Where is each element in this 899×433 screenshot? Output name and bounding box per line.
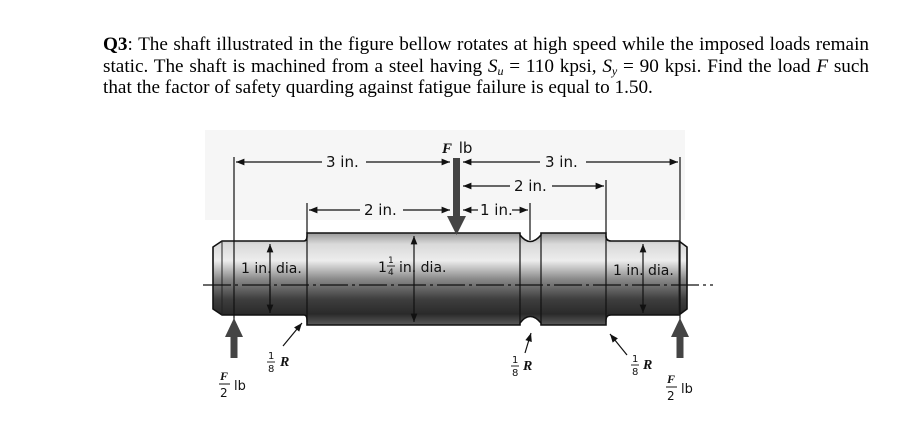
dia-right-label: 1 in. dia. — [613, 263, 674, 279]
reaction-label-left: F 2 lb — [219, 369, 246, 400]
svg-text:R: R — [522, 359, 532, 374]
dim-left-2in: 2 in. — [364, 201, 397, 219]
svg-text:1: 1 — [378, 260, 387, 276]
svg-text:F: F — [219, 369, 228, 383]
svg-text:1: 1 — [512, 355, 518, 366]
svg-text:1: 1 — [268, 351, 274, 362]
svg-text:1: 1 — [632, 354, 638, 365]
svg-text:2: 2 — [667, 389, 675, 403]
reaction-arrow-left — [225, 318, 243, 358]
svg-text:F: F — [666, 372, 675, 386]
load-label: F lb — [441, 139, 472, 157]
question-text: Q3: The shaft illustrated in the figure … — [103, 34, 870, 99]
shaft-body — [212, 232, 688, 326]
svg-text:8: 8 — [632, 367, 638, 378]
svg-text:1: 1 — [388, 256, 394, 266]
svg-text:lb: lb — [234, 379, 246, 394]
fillet-label-groove: 1 8 R — [511, 355, 532, 379]
dia-middle-label: 1 1 4 in. dia. — [378, 256, 446, 278]
reference-lines — [233, 157, 681, 330]
question-label: Q3 — [103, 34, 128, 55]
svg-text:lb: lb — [681, 382, 693, 397]
reaction-label-right: F 2 lb — [666, 372, 693, 403]
background-noise — [205, 130, 685, 220]
reaction-arrow-right — [671, 318, 689, 358]
svg-text:R: R — [642, 358, 652, 373]
dim-right-3in: 3 in. — [545, 153, 578, 171]
svg-text:2: 2 — [220, 386, 228, 400]
dimension-lines — [236, 158, 678, 322]
fillet-leaders — [282, 322, 628, 356]
load-arrow — [447, 158, 466, 235]
svg-text:in. dia.: in. dia. — [399, 260, 446, 276]
dim-left-3in: 3 in. — [326, 153, 359, 171]
svg-text:R: R — [279, 355, 289, 370]
fillet-label-right: 1 8 R — [631, 354, 652, 378]
fillet-label-left: 1 8 R — [267, 351, 289, 375]
svg-text:4: 4 — [388, 268, 394, 278]
question-line-3: load F such that the factor of safety qu… — [103, 55, 870, 99]
svg-text:8: 8 — [512, 368, 518, 379]
question-line-1: The shaft illustrated in the figure bell… — [138, 34, 811, 55]
dim-1in: 1 in. — [480, 201, 513, 219]
svg-text:8: 8 — [268, 364, 274, 375]
dim-right-2in: 2 in. — [514, 177, 547, 195]
dia-left-label: 1 in. dia. — [241, 261, 302, 277]
question-line-2: remain static. The shaft is machined fro… — [103, 34, 869, 78]
